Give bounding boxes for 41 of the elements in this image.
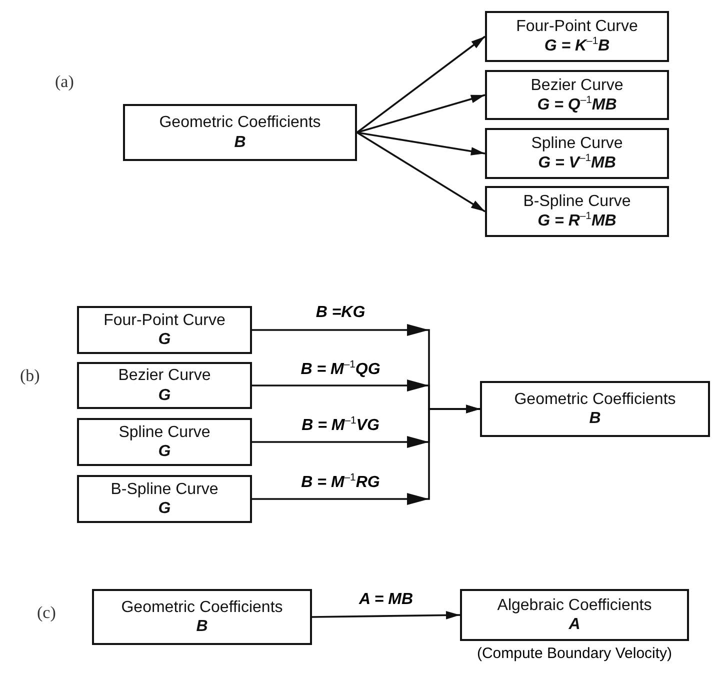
formula: G (158, 442, 171, 462)
process-box (77, 418, 252, 466)
process-box (485, 70, 669, 120)
process-box (485, 186, 669, 237)
process-box (485, 11, 669, 62)
box-title: Geometric Coefficients (514, 390, 676, 409)
process-box (485, 128, 669, 179)
formula: G (158, 499, 171, 518)
formula: G (158, 330, 171, 350)
box-title: B-Spline Curve (523, 192, 631, 212)
formula: G = V$^{–1}$MB (538, 153, 616, 173)
box-title: Geometric Coefficients (159, 113, 321, 132)
box-title: Algebraic Coefficients (497, 596, 652, 615)
formula: A (568, 615, 580, 634)
formula: B (196, 617, 208, 636)
box-title: Bezier Curve (118, 366, 211, 386)
note-text: (Compute Boundary Velocity) (476, 645, 672, 662)
process-box (480, 381, 710, 437)
process-box (77, 306, 252, 354)
process-box (123, 104, 357, 161)
process-box (92, 589, 312, 645)
panel-label: (a) (55, 72, 74, 92)
edge-label: B = M$^{–1}$QG (298, 359, 382, 378)
box-title: Bezier Curve (530, 76, 624, 95)
panel-label: (c) (37, 603, 56, 623)
process-box (77, 475, 252, 523)
box-title: Geometric Coefficients (121, 598, 283, 617)
panel-label: (b) (20, 366, 40, 386)
box-title: B-Spline Curve (110, 480, 218, 499)
process-box (77, 362, 252, 409)
formula: G (158, 386, 171, 405)
box-title: Spline Curve (118, 422, 210, 442)
formula: G = R$^{–1}$MB (538, 211, 616, 231)
box-title: Spline Curve (531, 134, 623, 154)
formula: G = Q$^{–1}$MB (537, 94, 617, 114)
box-title: Four-Point Curve (104, 310, 226, 330)
formula: B (234, 132, 246, 152)
process-box (460, 589, 689, 641)
formula: B (589, 409, 601, 428)
formula: G = K$^{–1}$B (544, 36, 610, 56)
box-title: Four-Point Curve (516, 17, 638, 36)
